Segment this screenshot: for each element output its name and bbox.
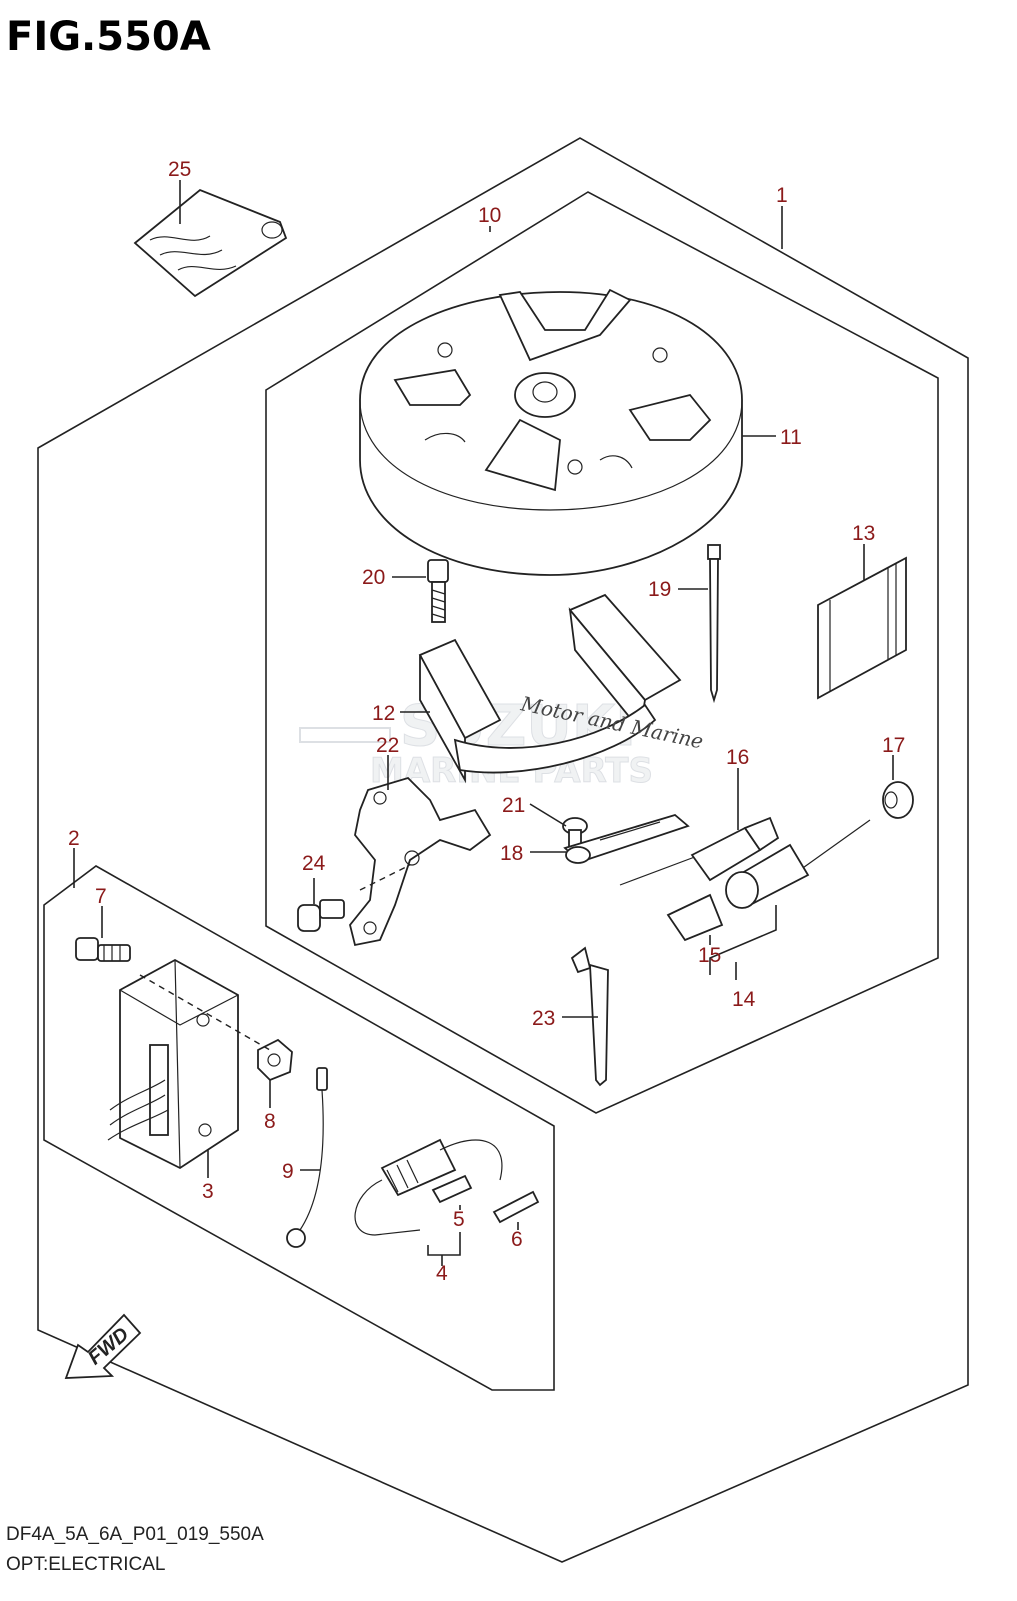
callout-24: 24 <box>302 852 326 875</box>
part-19-cable-tie <box>707 544 721 704</box>
assembly-2-boundary <box>43 865 555 1391</box>
part-12-coil-assembly: Motor and Marine <box>418 593 705 784</box>
callout-3: 3 <box>202 1180 214 1203</box>
callout-14: 14 <box>732 988 756 1011</box>
callout-23: 23 <box>532 1007 555 1030</box>
callout-19: 19 <box>648 578 671 601</box>
part-24-bolt <box>297 899 345 932</box>
part-13-label <box>817 556 907 700</box>
part-4-fuse-holder <box>354 1138 503 1236</box>
callout-8: 8 <box>264 1110 276 1133</box>
callout-7: 7 <box>95 885 107 908</box>
part-22-bracket <box>349 776 492 947</box>
callout-22: 22 <box>376 734 399 757</box>
callouts: 25 10 1 11 13 20 19 12 22 16 17 21 18 24… <box>68 158 905 1285</box>
part-6-fuse <box>492 1190 540 1224</box>
callout-17: 17 <box>882 734 905 757</box>
figure-title: FIG.550A <box>6 14 211 60</box>
part-14-socket <box>666 819 871 942</box>
part-16-connector <box>619 816 780 886</box>
part-23-cable-clip <box>570 946 609 1087</box>
callout-2: 2 <box>68 827 80 850</box>
part-9-ground-lead <box>286 1067 328 1248</box>
part-25-bag <box>133 188 288 298</box>
assembly-10-boundary <box>265 191 939 1114</box>
callout-25: 25 <box>168 158 191 181</box>
figure-code: DF4A_5A_6A_P01_019_550A <box>6 1524 264 1545</box>
callout-6: 6 <box>511 1228 523 1251</box>
callout-18: 18 <box>500 842 523 865</box>
assembly-1-boundary <box>37 137 969 1563</box>
part-17-grommet <box>882 781 914 819</box>
callout-16: 16 <box>726 746 749 769</box>
callout-20: 20 <box>362 566 385 589</box>
leader-lines <box>73 180 894 1266</box>
part-18-ground-strap <box>563 813 690 864</box>
figure-description: OPT:ELECTRICAL <box>6 1554 166 1575</box>
callout-1: 1 <box>776 184 788 207</box>
callout-10: 10 <box>478 204 501 227</box>
part-7-bolt <box>75 937 131 962</box>
callout-15: 15 <box>698 944 721 967</box>
callout-13: 13 <box>852 522 875 545</box>
callout-4: 4 <box>436 1262 448 1285</box>
part-20-bolt <box>427 559 449 623</box>
callout-9: 9 <box>282 1160 294 1183</box>
callout-21: 21 <box>502 794 525 817</box>
part-11-flywheel <box>359 288 743 576</box>
callout-5: 5 <box>453 1208 465 1231</box>
part-8-nut <box>257 1038 293 1082</box>
part-5-fuse <box>431 1174 473 1204</box>
callout-12: 12 <box>372 702 395 725</box>
part-3-regulator <box>107 958 239 1170</box>
fwd-arrow-icon: FWD <box>64 1313 142 1379</box>
callout-11: 11 <box>780 426 802 449</box>
